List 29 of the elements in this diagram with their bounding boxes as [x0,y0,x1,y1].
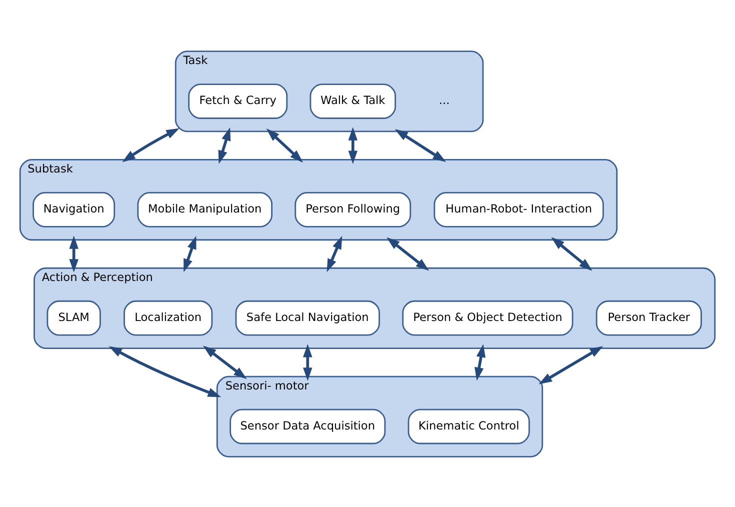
node-box: Human-Robot- Interaction [434,192,604,227]
node-box: Kinematic Control [408,408,530,444]
arrow [394,128,446,162]
node-box: Mobile Manipulation [137,192,273,227]
arrow [326,235,342,272]
arrow [202,345,247,379]
arrow [122,128,180,162]
node-box: Walk & Talk [310,83,396,118]
arrow [551,236,592,270]
label: ... [438,94,450,107]
arrow [266,128,304,162]
arrow [218,126,231,164]
arrow [108,346,222,397]
arrow [538,346,604,384]
arrow [348,126,358,164]
node-box: Localization [124,300,213,336]
node-box: Navigation [32,192,116,227]
arrow [303,344,312,380]
arrow [184,235,196,272]
node-box: Sensor Data Acquisition [230,408,386,444]
arrow [474,344,486,380]
node-box: Safe Local Navigation [235,300,380,336]
node-box: Person Following [294,192,412,227]
node-box: Person & Object Detection [402,300,574,336]
node-box: SLAM [46,300,101,336]
node-box: Fetch & Carry [188,83,288,118]
arrow [69,235,78,272]
node-box: Person Tracker [596,300,702,336]
arrow [386,236,430,270]
